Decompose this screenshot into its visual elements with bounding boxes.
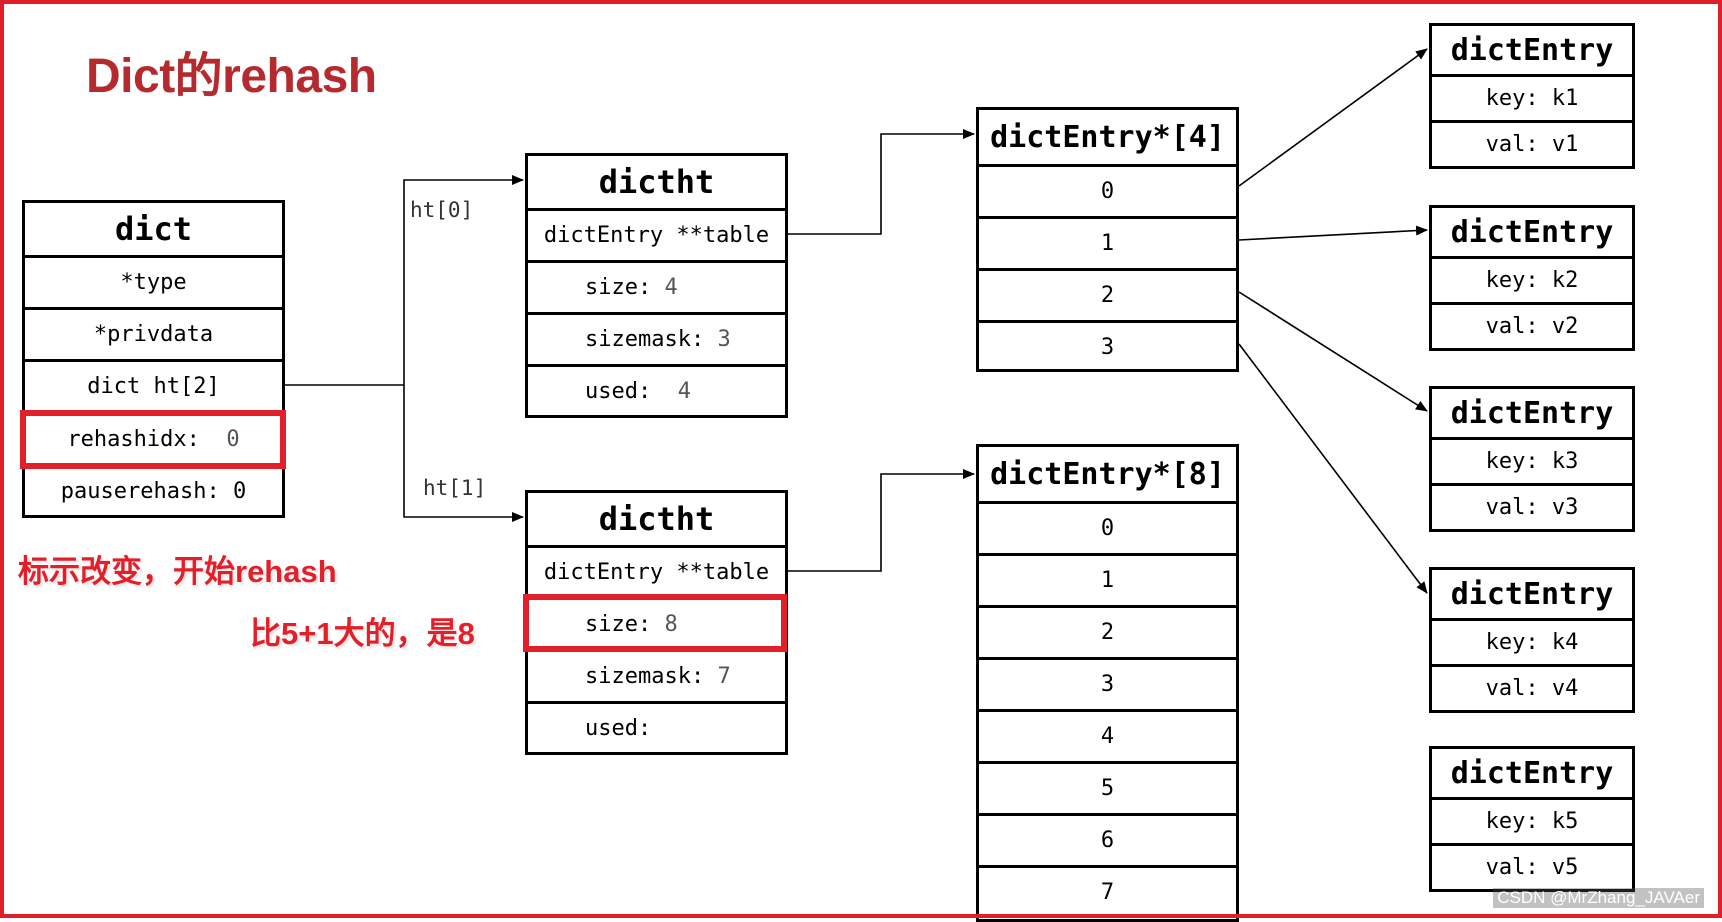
sizemask-label: sizemask: <box>585 664 705 689</box>
size-label: size: <box>585 612 652 637</box>
dictentry-node-k4: dictEntry key: k4 val: v4 <box>1429 567 1635 713</box>
ht1-label: ht[1] <box>423 476 487 500</box>
used-label: used: <box>585 378 652 404</box>
dictht-1-used-field: used: <box>528 701 785 752</box>
dictht-0-header: dictht <box>598 163 715 201</box>
dict-privdata-field: *privdata <box>25 307 282 359</box>
dict-header: dict <box>114 210 193 248</box>
dict-type-field: *type <box>25 255 282 307</box>
rehashidx-value: 0 <box>226 426 240 452</box>
ht0-arrow <box>403 175 524 385</box>
slot1-arrow <box>1238 225 1428 241</box>
rehash-start-annotation: 标示改变，开始rehash <box>18 554 337 589</box>
table0-arrow <box>788 129 975 235</box>
dictentry-header: dictEntry <box>1450 32 1614 68</box>
dictentry-header: dictEntry <box>1450 576 1614 612</box>
sizemask-value: 7 <box>717 664 731 689</box>
array-4-header: dictEntry*[4] <box>990 119 1225 155</box>
dictentry-key: key: k2 <box>1432 256 1632 302</box>
dictentry-node-k3: dictEntry key: k3 val: v3 <box>1429 386 1635 532</box>
dictentry-array-4: dictEntry*[4] 0 1 2 3 <box>976 107 1239 372</box>
rehashidx-highlight <box>20 410 286 469</box>
dictentry-header: dictEntry <box>1450 395 1614 431</box>
array-4-slot: 2 <box>979 268 1236 320</box>
dict-struct: dict *type *privdata dict ht[2] rehashid… <box>22 200 285 518</box>
size-value: 4 <box>664 275 678 300</box>
page-title: Dict的rehash <box>86 50 377 103</box>
array-8-slot: 6 <box>979 813 1236 865</box>
table1-arrow <box>788 469 975 572</box>
size-label: size: <box>585 275 652 300</box>
dictentry-node-k2: dictEntry key: k2 val: v2 <box>1429 205 1635 351</box>
ht0-label: ht[0] <box>410 198 474 222</box>
dictht-0-sizemask-field: sizemask: 3 <box>528 312 785 364</box>
dictentry-node-k5: dictEntry key: k5 val: v5 <box>1429 746 1635 892</box>
array-8-slot: 7 <box>979 865 1236 917</box>
dictht-0-used-field: used: 4 <box>528 364 785 415</box>
used-label: used: <box>585 715 652 741</box>
dictht-1-table-field: dictEntry **table <box>528 545 785 597</box>
dictht-0-size-field: size: 4 <box>528 260 785 312</box>
array-4-slot: 3 <box>979 320 1236 372</box>
array-4-slot: 1 <box>979 216 1236 268</box>
array-8-header: dictEntry*[8] <box>990 456 1225 492</box>
array-8-slot: 2 <box>979 605 1236 657</box>
dictht-0: dictht dictEntry **table size: 4 sizemas… <box>525 153 788 418</box>
dictentry-key: key: k3 <box>1432 437 1632 483</box>
size-highlight <box>523 594 787 652</box>
rehashidx-label: rehashidx: <box>67 426 200 452</box>
watermark: CSDN @MrZhang_JAVAer <box>1493 888 1704 908</box>
size-value: 8 <box>664 612 678 637</box>
dictentry-val: val: v1 <box>1432 120 1632 166</box>
array-8-slot: 3 <box>979 657 1236 709</box>
dictentry-header: dictEntry <box>1450 214 1614 250</box>
dictentry-array-8: dictEntry*[8] 0 1 2 3 4 5 6 7 <box>976 444 1239 922</box>
slot0-arrow <box>1238 48 1428 187</box>
dictentry-node-k1: dictEntry key: k1 val: v1 <box>1429 23 1635 169</box>
dictentry-val: val: v5 <box>1432 843 1632 889</box>
dictentry-val: val: v2 <box>1432 302 1632 348</box>
dictentry-val: val: v3 <box>1432 483 1632 529</box>
dictentry-key: key: k4 <box>1432 618 1632 664</box>
array-8-slot: 1 <box>979 553 1236 605</box>
slot3-arrow <box>1238 343 1428 594</box>
size-annotation: 比5+1大的，是8 <box>250 616 475 651</box>
dictht-0-table-field: dictEntry **table <box>528 208 785 260</box>
array-4-slot: 0 <box>979 164 1236 216</box>
sizemask-label: sizemask: <box>585 327 705 352</box>
dictentry-key: key: k5 <box>1432 797 1632 843</box>
dictentry-header: dictEntry <box>1450 755 1614 791</box>
slot2-arrow <box>1238 291 1428 412</box>
used-value: 4 <box>677 378 691 404</box>
dictht-1-header: dictht <box>598 500 715 538</box>
ht1-arrow <box>403 385 524 522</box>
array-8-slot: 5 <box>979 761 1236 813</box>
sizemask-value: 3 <box>717 327 731 352</box>
array-8-slot: 0 <box>979 501 1236 553</box>
dictentry-val: val: v4 <box>1432 664 1632 710</box>
array-8-slot: 4 <box>979 709 1236 761</box>
dict-ht-field: dict ht[2] <box>25 359 282 411</box>
dictentry-key: key: k1 <box>1432 74 1632 120</box>
